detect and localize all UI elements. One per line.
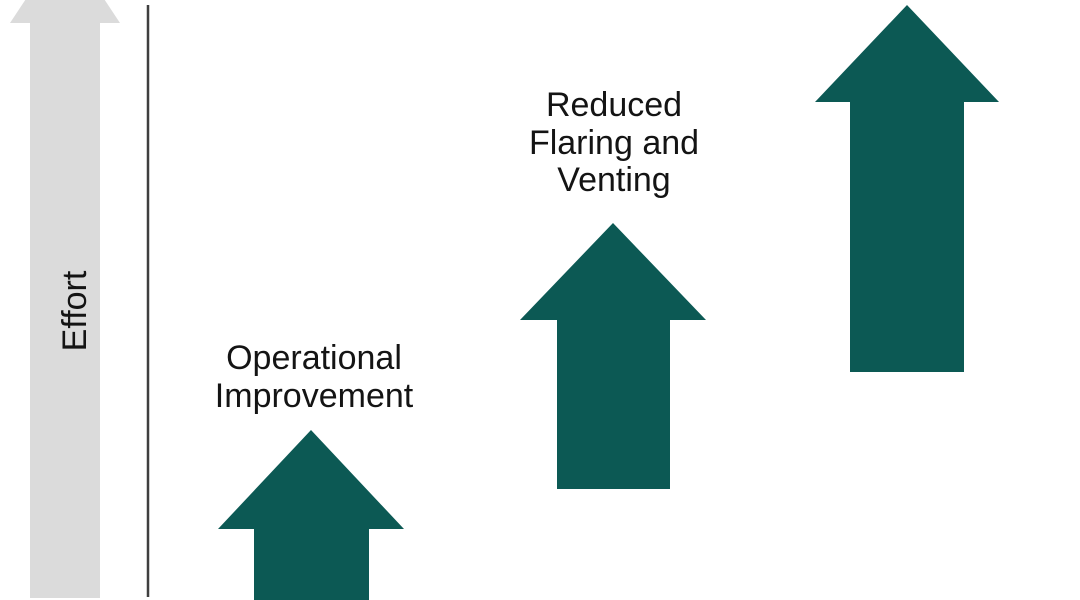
- effort-axis-arrow: [10, 0, 120, 598]
- step-arrow-operational-improvement: [218, 430, 404, 600]
- step-label-operational-improvement: Operational Improvement: [214, 339, 414, 415]
- step-arrow-reduced-flaring-venting: [520, 223, 706, 489]
- step-arrow-large: [815, 5, 999, 372]
- effort-axis-label: Effort: [56, 270, 94, 352]
- step-label-reduced-flaring-venting: Reduced Flaring and Venting: [528, 86, 700, 199]
